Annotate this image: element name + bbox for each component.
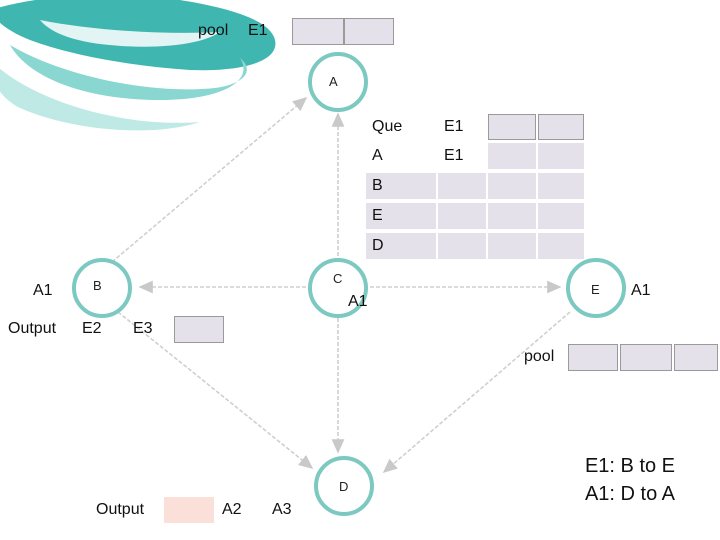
queue-slot bbox=[538, 114, 584, 140]
node-e-annotation: A1 bbox=[631, 282, 651, 299]
node-e-label: E bbox=[591, 282, 600, 297]
pool-top-label: pool bbox=[198, 22, 229, 39]
queue-slot bbox=[538, 173, 584, 199]
queue-slot bbox=[488, 173, 536, 199]
node-d bbox=[314, 456, 374, 516]
edge-b-to-a bbox=[111, 96, 308, 263]
node-c bbox=[308, 258, 368, 318]
node-b bbox=[72, 258, 132, 318]
queue-slot bbox=[488, 114, 536, 140]
queue-slot bbox=[438, 173, 486, 199]
queue-slot bbox=[538, 203, 584, 229]
queue-slot bbox=[488, 203, 536, 229]
queue-key: Que bbox=[372, 118, 403, 135]
pool-top-slot bbox=[292, 18, 344, 45]
queue-key: B bbox=[366, 173, 436, 199]
node-b-annotation: A1 bbox=[33, 282, 53, 299]
bottom-output-item: A2 bbox=[222, 501, 242, 518]
edge-b-to-d bbox=[117, 311, 314, 470]
queue-slot bbox=[488, 233, 536, 259]
queue-slot bbox=[438, 203, 486, 229]
pool-right-slot bbox=[568, 344, 618, 371]
output-row-item: E3 bbox=[133, 320, 153, 337]
node-b-label: B bbox=[93, 278, 102, 293]
pool-right-slot bbox=[674, 344, 718, 371]
pool-right-label: pool bbox=[524, 348, 555, 365]
node-c-label: C bbox=[333, 271, 343, 286]
queue-value: E1 bbox=[444, 118, 464, 135]
bottom-output-item: A3 bbox=[272, 501, 292, 518]
queue-value: E1 bbox=[444, 147, 464, 164]
queue-key: A bbox=[372, 147, 383, 164]
queue-slot bbox=[488, 143, 536, 169]
decorative-swirl bbox=[0, 0, 276, 131]
output-row-item: E2 bbox=[82, 320, 102, 337]
node-d-label: D bbox=[339, 479, 349, 494]
pool-top-value: E1 bbox=[248, 22, 268, 39]
queue-key: E bbox=[366, 203, 436, 229]
node-e bbox=[566, 258, 626, 318]
queue-slot bbox=[438, 233, 486, 259]
rule-line: E1: B to E bbox=[584, 455, 676, 477]
queue-slot bbox=[538, 143, 584, 169]
output-row-label: Output bbox=[8, 320, 57, 337]
pool-top-slot bbox=[344, 18, 394, 45]
queue-key: D bbox=[366, 233, 436, 259]
bottom-output-label: Output bbox=[96, 501, 145, 518]
queue-slot bbox=[538, 233, 584, 259]
node-c-annotation: A1 bbox=[348, 293, 368, 310]
node-a bbox=[308, 52, 368, 112]
bottom-output-slot bbox=[164, 497, 214, 523]
node-a-label: A bbox=[329, 74, 338, 89]
rule-line: A1: D to A bbox=[584, 483, 676, 505]
edge-e-to-d bbox=[382, 311, 571, 474]
pool-right-slot bbox=[620, 344, 672, 371]
output-row-slot bbox=[174, 316, 224, 343]
